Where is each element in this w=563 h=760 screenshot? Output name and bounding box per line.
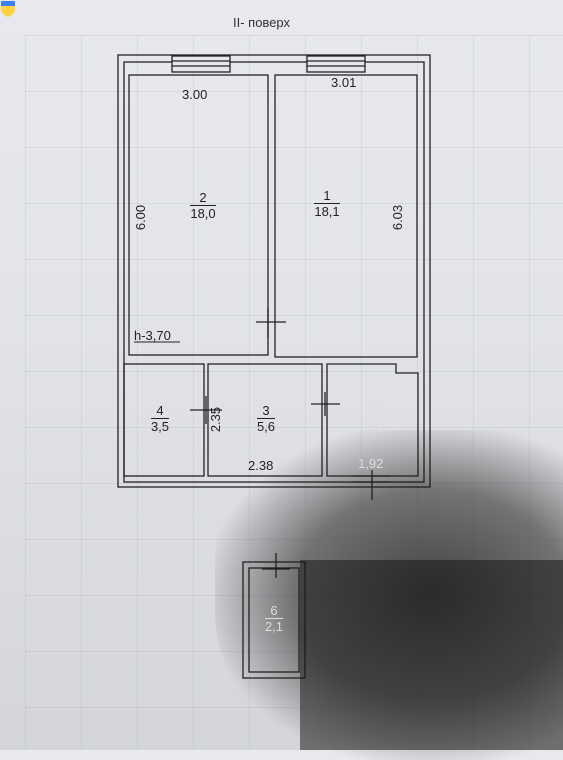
room-5-number: 5 (365, 404, 385, 420)
window-room-2 (171, 55, 231, 73)
room-2-width: 3.00 (182, 87, 208, 102)
room-2-outline (128, 74, 269, 356)
room-2-length: 6.00 (133, 204, 149, 231)
room-2-area: 18,0 (190, 206, 216, 221)
room-6-number: 6 (264, 603, 284, 619)
ceiling-height: h-3,70 (134, 328, 171, 343)
room-3-length: 2.35 (208, 406, 224, 433)
logo-icon (1, 1, 15, 17)
window-room-1 (306, 55, 366, 73)
room-1-area: 18,1 (314, 204, 340, 219)
room-4-number: 4 (150, 403, 170, 419)
room-5-area: 4,3 (365, 420, 385, 435)
room-4-area: 3,5 (150, 419, 170, 434)
room-1-outline (274, 74, 418, 358)
room-5-width: 1,92 (358, 456, 384, 471)
photo-shadow-lower (300, 560, 563, 750)
room-2-number: 2 (190, 190, 216, 206)
room-3-number: 3 (256, 403, 276, 419)
room-6-area: 2,1 (264, 619, 284, 634)
room-1-length: 6.03 (390, 204, 406, 231)
room-4-outline (123, 363, 205, 477)
room-3-width: 2.38 (248, 458, 274, 473)
room-1-width: 3.01 (331, 75, 357, 90)
room-3-area: 5,6 (256, 419, 276, 434)
room-1-number: 1 (314, 188, 340, 204)
floor-title: II- поверх (233, 15, 291, 30)
